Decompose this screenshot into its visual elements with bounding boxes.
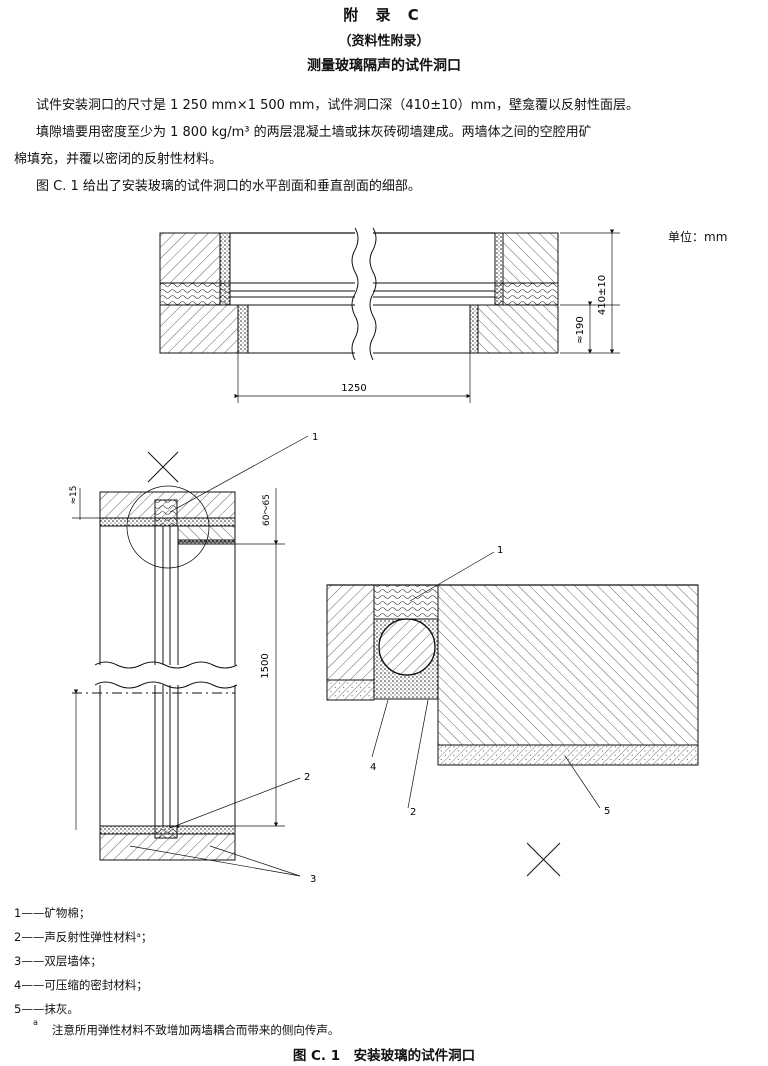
callout-2b: 2 [410,807,416,818]
horizontal-section: 410±10 ≈190 1250 [159,227,620,403]
callout-1b: 1 [497,545,503,556]
dim-approx-15: ≈15 [69,486,79,505]
footnote-mark: a [33,1018,38,1028]
vertical-section: ≈15 60～65 1500 1 2 3 [69,432,318,885]
dim-height-1500: 1500 [260,653,271,678]
dim-width-1250: 1250 [341,383,366,394]
unit-label: 单位：mm [668,230,728,244]
paragraph-2-line-2: 棉填充，并覆以密闭的反射性材料。 [14,152,223,167]
dim-range-60-65: 60～65 [262,494,272,526]
appendix-title: 附 录 C [343,6,425,24]
legend-item-1: 1——矿物棉； [14,906,91,920]
paragraph-1: 试件安装洞口的尺寸是 1 250 mm×1 500 mm，试件洞口深（410±1… [36,98,639,113]
legend-item-2: 2——声反射性弹性材料ᵃ； [14,930,153,944]
footnote: a 注意所用弹性材料不致增加两墙耦合而带来的侧向传声。 [33,1018,340,1038]
figure-caption: 图 C. 1 安装玻璃的试件洞口 [292,1048,476,1064]
detail-view: 1 4 2 5 [326,545,699,877]
callout-3: 3 [310,874,316,885]
callout-2a: 2 [304,772,310,783]
paragraph-3: 图 C. 1 给出了安装玻璃的试件洞口的水平剖面和垂直剖面的细部。 [36,179,421,194]
dim-approx-190: ≈190 [575,316,586,343]
callout-5: 5 [604,806,610,817]
footnote-text: 注意所用弹性材料不致增加两墙耦合而带来的侧向传声。 [51,1023,340,1037]
legend-item-4: 4——可压缩的密封材料； [14,978,148,992]
callout-4: 4 [370,762,376,773]
callout-1a: 1 [312,432,318,443]
appendix-type: （资料性附录） [338,34,430,49]
legend-item-3: 3——双层墙体； [14,954,102,968]
section-title: 测量玻璃隔声的试件洞口 [307,58,461,74]
paragraph-2-line-1: 填隙墙要用密度至少为 1 800 kg/m³ 的两层混凝土墙或抹灰砖砌墙建成。两… [36,125,592,140]
legend-item-5: 5——抹灰。 [14,1002,79,1016]
dim-depth: 410±10 [597,275,608,315]
